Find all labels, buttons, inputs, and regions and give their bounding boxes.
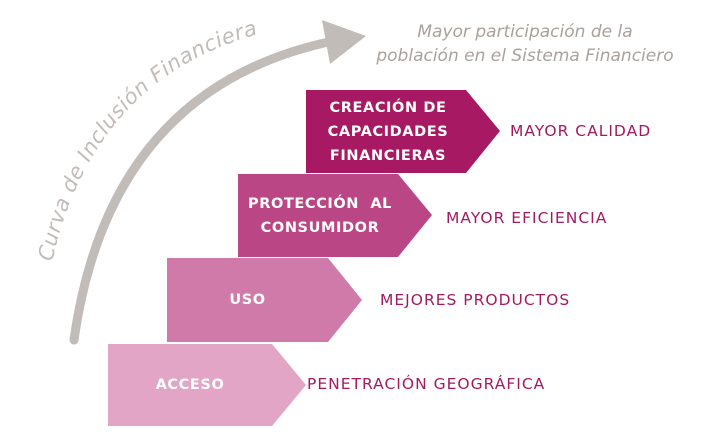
step-label-access-line-1: ACCESO bbox=[155, 377, 225, 393]
goal-line-1: Mayor participación de la bbox=[417, 22, 633, 42]
step-arrow-consumer-protection-shape bbox=[238, 174, 432, 257]
step-arrow-access-shape bbox=[108, 344, 306, 426]
step-label-consumer-protection-line-1: PROTECCIÓN AL bbox=[247, 195, 392, 212]
step-arrow-financial-capacity-shape bbox=[306, 90, 500, 173]
step-label-financial-capacity-line-1: CREACIÓN DE bbox=[329, 99, 447, 116]
outcome-access: PENETRACIÓN GEOGRÁFICA bbox=[307, 375, 546, 393]
inclusion-curve-label-text: Curva de Inclusión Financiera bbox=[33, 16, 259, 263]
step-arrow-use bbox=[167, 258, 362, 342]
step-label-consumer-protection-line-2: CONSUMIDOR bbox=[260, 219, 380, 236]
outcome-use: MEJORES PRODUCTOS bbox=[380, 291, 571, 309]
inclusion-curve-label: Curva de Inclusión Financiera bbox=[33, 16, 259, 263]
step-label-financial-capacity-line-3: FINANCIERAS bbox=[329, 147, 447, 164]
step-arrow-financial-capacity bbox=[306, 90, 500, 173]
step-label-financial-capacity: CREACIÓN DE CAPACIDADES FINANCIERAS bbox=[306, 90, 470, 173]
step-label-financial-capacity-line-2: CAPACIDADES bbox=[327, 123, 449, 140]
goal-line-2: población en el Sistema Financiero bbox=[376, 46, 674, 66]
step-label-consumer-protection: PROTECCIÓN AL CONSUMIDOR bbox=[238, 174, 402, 257]
inclusion-curve-line bbox=[69, 35, 343, 345]
step-arrow-use-shape bbox=[167, 258, 362, 342]
step-label-use-line-1: USO bbox=[229, 292, 266, 308]
step-label-use: USO bbox=[167, 258, 328, 342]
outcome-financial-capacity: MAYOR CALIDAD bbox=[510, 122, 652, 140]
inclusion-curve-arrowhead bbox=[322, 20, 366, 64]
step-arrow-consumer-protection bbox=[238, 174, 432, 257]
outcome-consumer-protection: MAYOR EFICIENCIA bbox=[446, 209, 608, 227]
step-arrow-access bbox=[108, 344, 306, 426]
step-label-access: ACCESO bbox=[108, 344, 272, 426]
goal-statement: Mayor participación de la población en e… bbox=[340, 20, 710, 68]
